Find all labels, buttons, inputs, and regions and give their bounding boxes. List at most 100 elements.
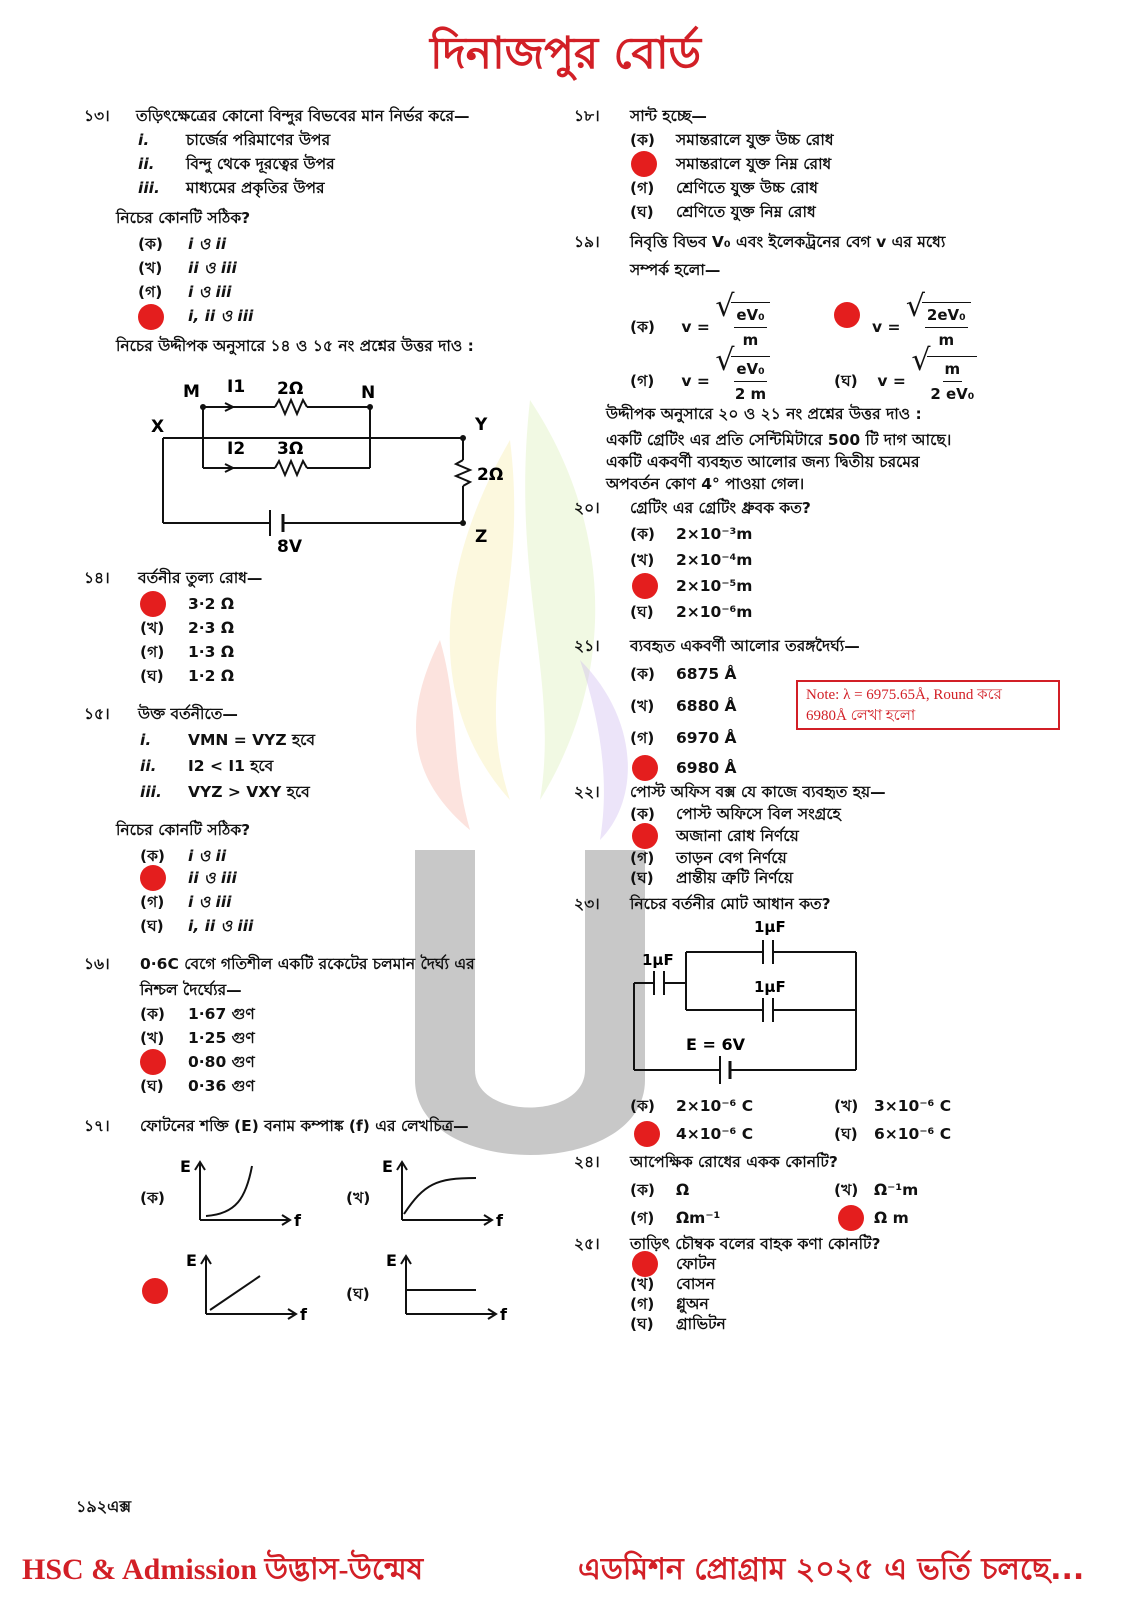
question-text: তড়িৎক্ষেত্রের কোনো বিন্দুর বিভবের মান ন… (136, 107, 470, 125)
circuit-diagram-1: M I1 2Ω N X Y I2 3Ω 2Ω Z 8V (151, 377, 503, 557)
answer-marker (142, 1278, 168, 1304)
q16-option-b[interactable]: (খ)1·25 গুণ (140, 1029, 255, 1047)
q24-option-d[interactable]: Ω m (874, 1209, 909, 1227)
resistor-yz-label: 2Ω (477, 465, 503, 485)
q22-option-c[interactable]: (গ)তাড়ন বেগ নির্ণয়ে (630, 849, 787, 867)
battery-label: 8V (277, 537, 303, 557)
resistor-2ohm-label: 2Ω (277, 379, 303, 399)
q24-option-a[interactable]: (ক)Ω (630, 1181, 690, 1199)
answer-marker (140, 865, 166, 891)
q20-option-a[interactable]: (ক)2×10⁻³m (630, 525, 753, 543)
q23-option-d[interactable]: (ঘ)6×10⁻⁶ C (834, 1125, 952, 1143)
q23-option-c[interactable]: 4×10⁻⁶ C (676, 1125, 754, 1143)
svg-text:f: f (300, 1305, 308, 1324)
q24-option-b[interactable]: (খ)Ω⁻¹m (834, 1181, 919, 1199)
graph-option-d: E f (386, 1251, 508, 1324)
footer-admission-banner: এডমিশন প্রোগ্রাম ২০২৫ এ ভর্তি চলছে... (578, 1552, 1085, 1587)
q21-option-c[interactable]: (গ)6970 Å (630, 729, 737, 747)
q13-option-c[interactable]: (গ)i ও iii (138, 283, 232, 301)
note-line-1: Note: λ = 6975.65Å, Round করে (806, 687, 1002, 703)
q16-option-d[interactable]: (ঘ)0·36 গুণ (140, 1077, 255, 1095)
q15-statement-1: i.VMN = VYZ হবে (140, 731, 316, 749)
q13-statement-1: i.চার্জের পরিমাণের উপর (138, 131, 331, 149)
q23-option-b[interactable]: (খ)3×10⁻⁶ C (834, 1097, 952, 1115)
q18-option-d[interactable]: (ঘ)শ্রেণিতে যুক্ত নিম্ন রোধ (630, 203, 816, 221)
q17-option-a-label[interactable]: (ক) (140, 1189, 166, 1207)
q15-option-c[interactable]: (গ)i ও iii (140, 893, 232, 911)
q15-prompt: নিচের কোনটি সঠিক? (116, 821, 251, 839)
svg-text:E: E (386, 1251, 397, 1270)
q13-prompt: নিচের কোনটি সঠিক? (116, 209, 251, 227)
q20-option-c[interactable]: 2×10⁻⁵m (676, 577, 753, 595)
q17-option-d-label[interactable]: (ঘ) (346, 1285, 370, 1303)
footer-brand: HSC & Admission উদ্ভাস-উন্মেষ (22, 1553, 424, 1586)
q22-option-b[interactable]: অজানা রোধ নির্ণয়ে (676, 827, 799, 845)
answer-marker (138, 304, 164, 330)
q21-option-b[interactable]: (খ)6880 Å (630, 697, 737, 715)
q25-option-b[interactable]: (খ)বোসন (630, 1275, 715, 1293)
svg-text:E: E (382, 1157, 393, 1176)
stem-body-line-2: একটি একবর্ণী ব্যবহৃত আলোর জন্য দ্বিতীয় … (606, 453, 920, 471)
stem-body-line-3: অপবর্তন কোণ 4° পাওয়া গেল। (606, 475, 805, 493)
board-title: দিনাজপুর বোর্ড (430, 28, 701, 79)
svg-text:f: f (500, 1305, 508, 1324)
q22-option-a[interactable]: (ক)পোস্ট অফিসে বিল সংগ্রহে (630, 805, 841, 823)
capacitor-top-label: 1μF (754, 918, 786, 936)
q15-option-b[interactable]: ii ও iii (188, 869, 237, 887)
q15-statement-2: ii.I2 < I1 হবে (140, 757, 274, 775)
q13-option-a[interactable]: (ক)i ও ii (138, 235, 227, 253)
answer-marker (632, 573, 658, 599)
node-x-label: X (151, 417, 164, 437)
q19-option-d[interactable]: (ঘ) v = m2 eV₀ (834, 349, 978, 406)
current-i2-label: I2 (227, 439, 245, 459)
page-code: ১৯২এক্স (76, 1497, 132, 1516)
q14-option-c[interactable]: (গ)1·3 Ω (140, 643, 235, 661)
q13-statement-2: ii.বিন্দু থেকে দূরত্বের উপর (138, 155, 335, 173)
capacitor-left-label: 1μF (642, 951, 674, 969)
q23-option-a[interactable]: (ক)2×10⁻⁶ C (630, 1097, 754, 1115)
q17-option-b-label[interactable]: (খ) (346, 1189, 371, 1207)
q21-option-d[interactable]: 6980 Å (676, 759, 737, 777)
answer-marker (140, 591, 166, 617)
answer-marker (632, 823, 658, 849)
q13-option-b[interactable]: (খ)ii ও iii (138, 259, 237, 277)
q16-option-c[interactable]: 0·80 গুণ (188, 1053, 255, 1071)
q13-statement-3: iii.মাধ্যমের প্রকৃতির উপর (138, 179, 325, 197)
q13-option-d[interactable]: i, ii ও iii (188, 307, 254, 325)
svg-text:f: f (496, 1211, 504, 1230)
q18-option-b[interactable]: সমান্তরালে যুক্ত নিম্ন রোধ (676, 155, 832, 173)
graph-option-c: E f (186, 1251, 308, 1324)
q20-option-b[interactable]: (খ)2×10⁻⁴m (630, 551, 753, 569)
q14-option-d[interactable]: (ঘ)1·2 Ω (140, 667, 235, 685)
stem-body-line-1: একটি গ্রেটিং এর প্রতি সেন্টিমিটারে 500 ট… (606, 431, 952, 449)
q15-option-d[interactable]: (ঘ)i, ii ও iii (140, 917, 254, 935)
q15-option-a[interactable]: (ক)i ও ii (140, 847, 227, 865)
q25-option-a[interactable]: ফোটন (676, 1255, 716, 1273)
note-box: Note: λ = 6975.65Å, Round করে 6980Å লেখা… (796, 680, 1060, 730)
q16-option-a[interactable]: (ক)1·67 গুণ (140, 1005, 255, 1023)
capacitor-circuit: 1μF 1μF 1μF E = 6V (633, 918, 857, 1084)
resistor-3ohm-label: 3Ω (277, 439, 303, 459)
q20-option-d[interactable]: (ঘ)2×10⁻⁶m (630, 603, 753, 621)
q25-option-c[interactable]: (গ)গ্লুঅন (630, 1295, 709, 1313)
node-z-label: Z (475, 527, 487, 547)
stem-14-15: নিচের উদ্দীপক অনুসারে ১৪ ও ১৫ নং প্রশ্নে… (116, 337, 474, 355)
answer-marker (632, 755, 658, 781)
svg-text:f: f (294, 1211, 302, 1230)
q14-option-a[interactable]: 3·2 Ω (188, 595, 235, 613)
q18-option-a[interactable]: (ক)সমান্তরালে যুক্ত উচ্চ রোধ (630, 131, 834, 149)
q18-option-c[interactable]: (গ)শ্রেণিতে যুক্ত উচ্চ রোধ (630, 179, 818, 197)
node-y-label: Y (474, 415, 488, 435)
q14-option-b[interactable]: (খ)2·3 Ω (140, 619, 235, 637)
watermark-logo (415, 400, 645, 1155)
current-i1-label: I1 (227, 377, 245, 397)
q24-option-c[interactable]: (গ)Ωm⁻¹ (630, 1209, 721, 1227)
stem-20-21: উদ্দীপক অনুসারে ২০ ও ২১ নং প্রশ্নের উত্ত… (606, 405, 922, 423)
q25-option-d[interactable]: (ঘ)গ্রাভিটন (630, 1315, 726, 1333)
q21-option-a[interactable]: (ক)6875 Å (630, 665, 737, 683)
answer-marker (634, 1121, 660, 1147)
q22-option-d[interactable]: (ঘ)প্রান্তীয় ত্রুটি নির্ণয়ে (630, 869, 794, 887)
